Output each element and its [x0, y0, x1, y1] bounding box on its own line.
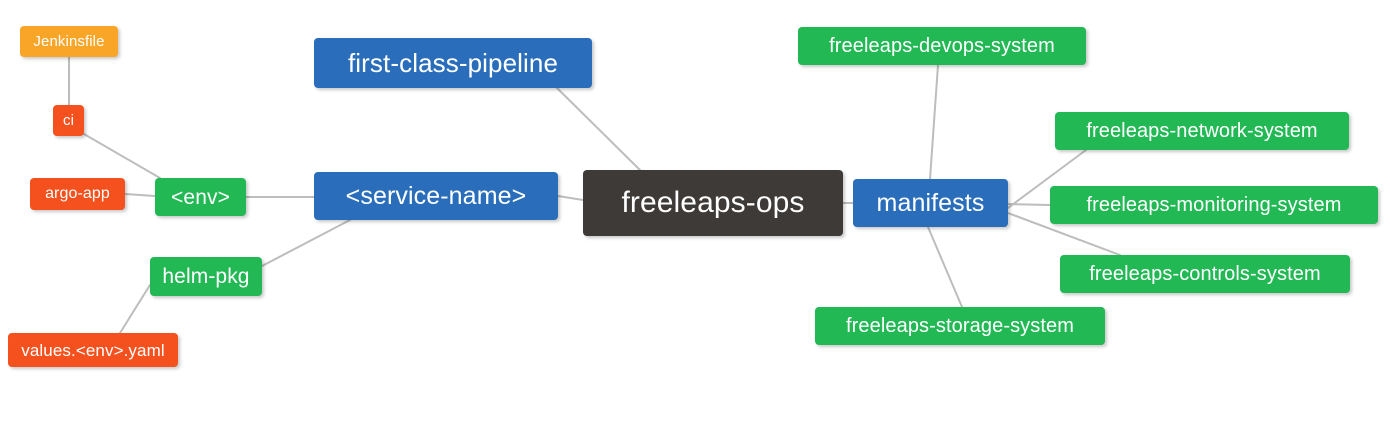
edge-ci-to-env: [83, 133, 161, 179]
node-label: freeleaps-devops-system: [829, 35, 1055, 57]
node-service-name[interactable]: <service-name>: [314, 172, 558, 220]
node-label: freeleaps-controls-system: [1089, 263, 1321, 285]
node-label: first-class-pipeline: [347, 48, 559, 78]
node-freeleaps-ops[interactable]: freeleaps-ops: [583, 170, 843, 236]
node-manifests[interactable]: manifests: [853, 179, 1008, 227]
edge-argo-app-to-env: [124, 193, 156, 197]
node-label: manifests: [876, 188, 985, 217]
node-values-yaml[interactable]: values.<env>.yaml: [8, 333, 178, 367]
edge-service-name-to-freeleaps-ops: [557, 195, 584, 201]
node-freeleaps-monitoring-system[interactable]: freeleaps-monitoring-system: [1050, 186, 1378, 224]
node-label: freeleaps-network-system: [1086, 120, 1318, 142]
edge-helm-pkg-to-values-yaml: [119, 284, 151, 334]
node-freeleaps-network-system[interactable]: freeleaps-network-system: [1055, 112, 1349, 150]
node-label: helm-pkg: [162, 265, 250, 288]
edge-manifests-to-freeleaps-storage-system: [927, 226, 963, 308]
node-freeleaps-storage-system[interactable]: freeleaps-storage-system: [815, 307, 1105, 345]
node-helm-pkg[interactable]: helm-pkg: [150, 257, 262, 296]
edge-first-class-pipeline-to-freeleaps-ops: [556, 87, 641, 171]
node-freeleaps-controls-system[interactable]: freeleaps-controls-system: [1060, 255, 1350, 293]
node-first-class-pipeline[interactable]: first-class-pipeline: [314, 38, 592, 88]
node-label: Jenkinsfile: [33, 33, 105, 50]
edge-manifests-to-freeleaps-monitoring-system: [1007, 203, 1051, 206]
node-ci[interactable]: ci: [53, 105, 84, 136]
node-label: ci: [62, 112, 75, 129]
node-label: <env>: [171, 185, 230, 209]
edge-service-name-to-helm-pkg: [261, 219, 351, 267]
node-label: values.<env>.yaml: [21, 340, 165, 360]
node-jenkinsfile[interactable]: Jenkinsfile: [20, 26, 118, 57]
edge-manifests-to-freeleaps-devops-system: [929, 64, 939, 180]
node-label: argo-app: [45, 185, 110, 202]
node-label: <service-name>: [345, 181, 527, 210]
node-freeleaps-devops-system[interactable]: freeleaps-devops-system: [798, 27, 1086, 65]
node-env[interactable]: <env>: [155, 178, 246, 216]
node-label: freeleaps-storage-system: [845, 315, 1075, 337]
node-argo-app[interactable]: argo-app: [30, 178, 125, 210]
node-label: freeleaps-ops: [621, 186, 805, 219]
node-label: freeleaps-monitoring-system: [1086, 194, 1342, 216]
